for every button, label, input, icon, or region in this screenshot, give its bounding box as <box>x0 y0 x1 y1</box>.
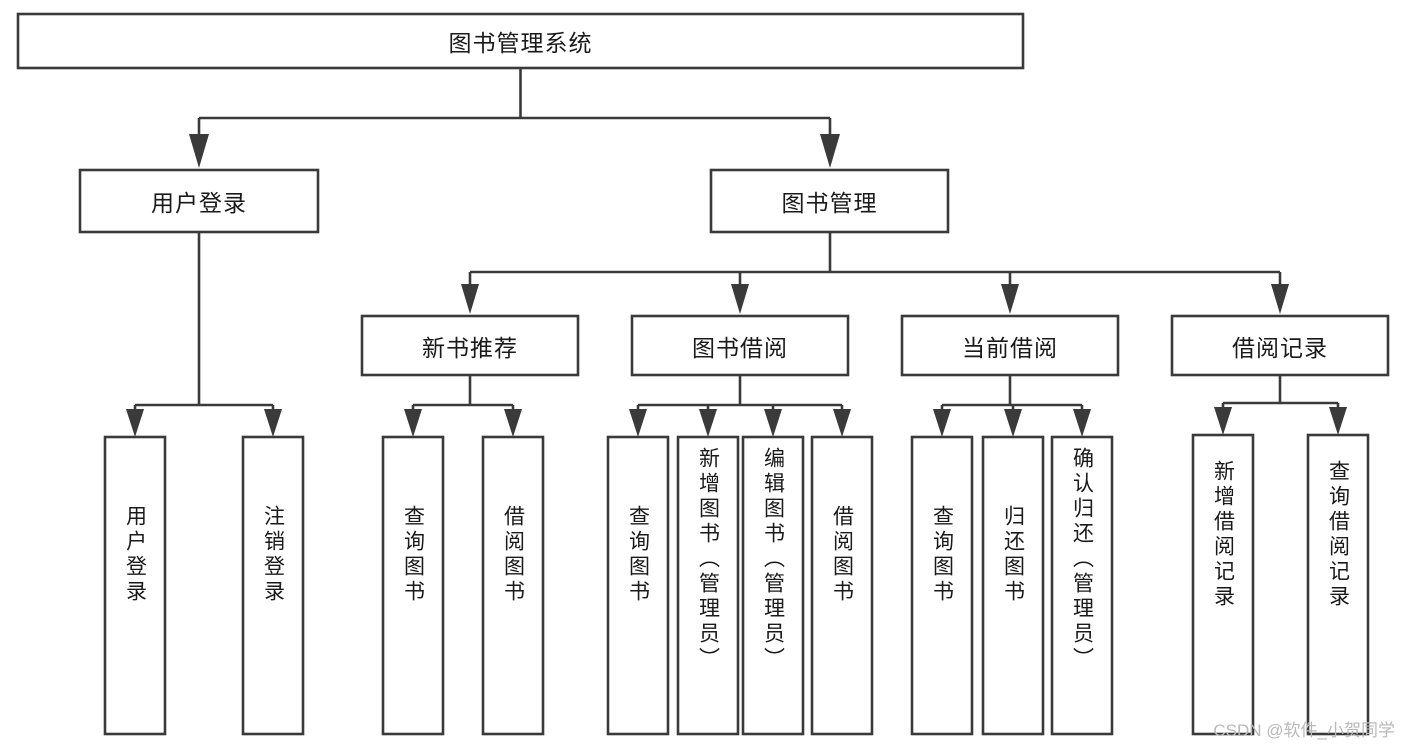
arrowhead-leaf-current-borrow-1 <box>1004 409 1022 437</box>
node-book-borrow-box[interactable] <box>630 314 850 377</box>
arrowhead-book-borrow <box>731 284 749 314</box>
leaf-box-book-borrow-1[interactable] <box>676 435 740 736</box>
arrowhead-leaf-current-borrow-2 <box>1073 409 1091 437</box>
leaf-box-book-borrow-3[interactable] <box>810 435 874 736</box>
arrowhead-leaf-new-book-1 <box>504 409 522 437</box>
arrowhead-leaf-new-book-0 <box>404 409 422 437</box>
leaf-box-current-borrow-2[interactable] <box>1050 435 1114 736</box>
node-new-book-box[interactable] <box>360 314 580 377</box>
leaf-box-current-borrow-0[interactable] <box>910 435 974 736</box>
leaf-box-book-borrow-0[interactable] <box>606 435 670 736</box>
leaf-box-new-book-0[interactable] <box>381 435 445 736</box>
leaf-box-user-login-0[interactable] <box>103 435 167 736</box>
arrowhead-leaf-book-borrow-0 <box>629 409 647 437</box>
arrowhead-leaf-book-borrow-2 <box>764 409 782 437</box>
node-root-box[interactable] <box>16 12 1025 70</box>
node-borrow-record-box[interactable] <box>1170 314 1390 377</box>
leaf-box-book-borrow-2[interactable] <box>741 435 805 736</box>
leaf-box-borrow-record-1[interactable] <box>1306 433 1370 736</box>
arrowhead-new-book <box>461 284 479 314</box>
leaf-box-current-borrow-1[interactable] <box>981 435 1045 736</box>
arrowhead-leaf-book-borrow-1 <box>699 409 717 437</box>
arrowhead-leaf-borrow-record-0 <box>1214 407 1232 435</box>
node-user-login-box[interactable] <box>78 168 320 234</box>
arrowhead-leaf-current-borrow-0 <box>933 409 951 437</box>
arrowhead-user-login <box>189 134 209 168</box>
arrowhead-leaf-user-login-0 <box>126 409 144 437</box>
leaf-box-user-login-1[interactable] <box>241 435 305 736</box>
leaf-box-borrow-record-0[interactable] <box>1191 433 1255 736</box>
arrowhead-borrow-record <box>1271 284 1289 314</box>
arrowhead-leaf-user-login-1 <box>264 409 282 437</box>
node-book-manage-box[interactable] <box>709 168 950 234</box>
arrowhead-leaf-book-borrow-3 <box>833 409 851 437</box>
arrowhead-current-borrow <box>1001 284 1019 314</box>
leaf-box-new-book-1[interactable] <box>481 435 545 736</box>
arrowhead-leaf-borrow-record-1 <box>1329 407 1347 435</box>
arrowhead-book-manage <box>820 134 840 168</box>
node-current-borrow-box[interactable] <box>900 314 1120 377</box>
